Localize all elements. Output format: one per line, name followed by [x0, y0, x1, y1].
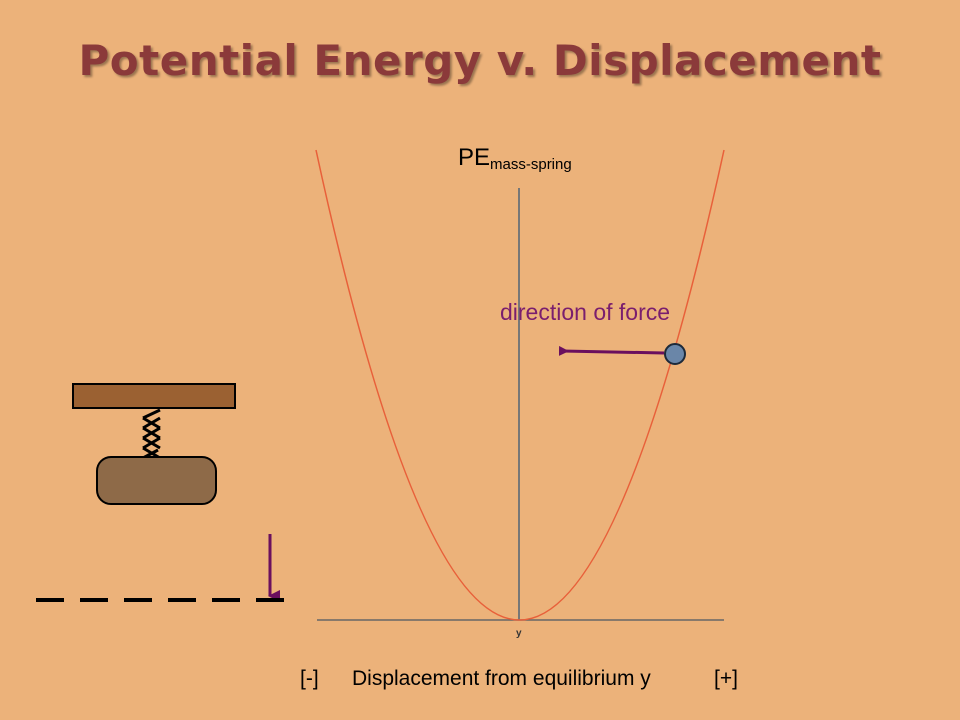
- x-axis-positive-label: [+]: [714, 667, 738, 690]
- y-axis-label-sub: mass-spring: [490, 156, 572, 173]
- ceiling-bar: [72, 383, 236, 409]
- x-axis-label: Displacement from equilibrium y: [352, 667, 651, 690]
- pe-curve: [315, 149, 725, 621]
- hanging-mass: [96, 456, 217, 505]
- spring: [142, 408, 161, 460]
- x-axis-negative-label: [-]: [300, 667, 319, 690]
- force-annotation: direction of force: [500, 299, 671, 325]
- x-axis-tick-label: y: [516, 628, 522, 639]
- y-axis-label-main: PE: [458, 144, 491, 171]
- force-arrow: [558, 345, 665, 356]
- y-axis-label: PEmass-spring: [458, 144, 572, 173]
- slide-title: Potential Energy v. Displacement: [78, 36, 882, 85]
- mass-position-ball: [664, 343, 686, 365]
